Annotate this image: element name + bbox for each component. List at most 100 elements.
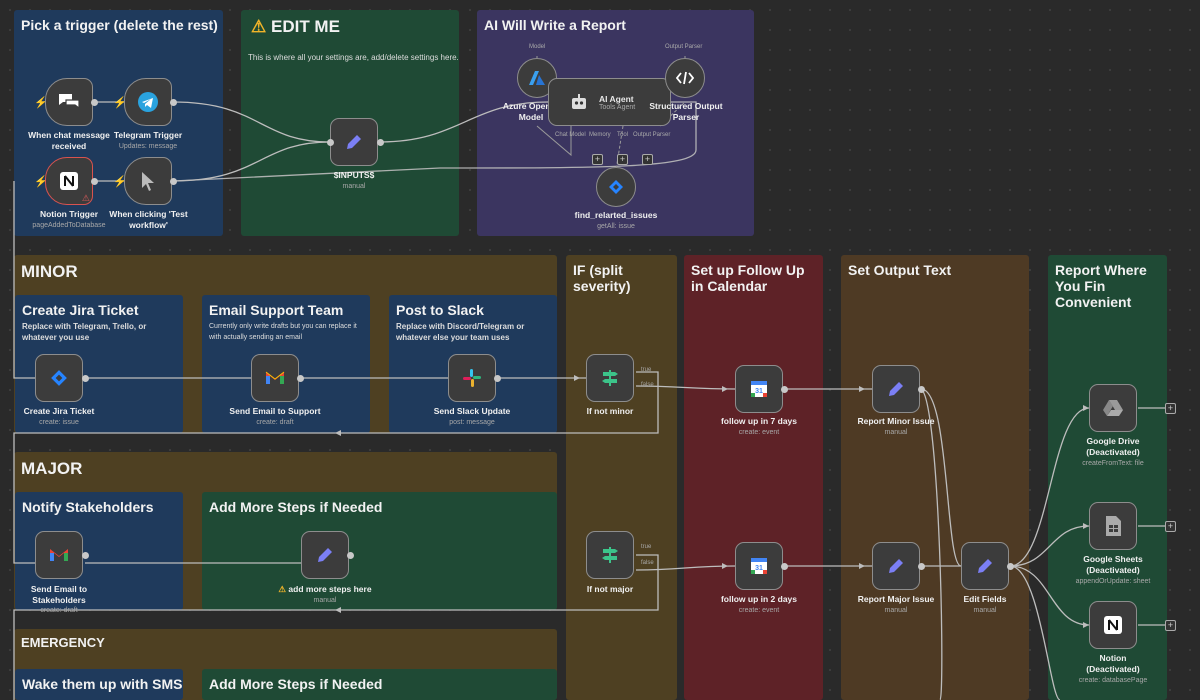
sticky-desc: This is where all your settings are, add… — [248, 53, 459, 62]
inputs-node[interactable] — [330, 118, 378, 166]
notion-trigger-node[interactable]: ⚠ — [45, 157, 93, 205]
add-memory-plus[interactable]: + — [592, 154, 603, 165]
report-major-node[interactable] — [872, 542, 920, 590]
add-parser-plus[interactable]: + — [642, 154, 653, 165]
edit-fields-node[interactable] — [961, 542, 1009, 590]
warning-icon: ⚠ — [81, 193, 90, 203]
notion-node[interactable] — [1089, 601, 1137, 649]
follow-up-7-node[interactable]: 31 — [735, 365, 783, 413]
sticky-desc: Replace with Discord/Telegram or whateve… — [396, 322, 525, 342]
gmail-output-port[interactable] — [296, 374, 304, 382]
inputs-output-port[interactable] — [376, 138, 384, 146]
slack-output-port[interactable] — [493, 374, 501, 382]
telegram-output-port[interactable] — [169, 98, 177, 106]
azure-model-node[interactable] — [517, 58, 557, 98]
send-email-support-node[interactable] — [251, 354, 299, 402]
manual-output-port[interactable] — [169, 177, 177, 185]
slack-update-node[interactable] — [448, 354, 496, 402]
node-label: AI Agent — [599, 93, 634, 104]
pencil-icon — [889, 559, 903, 573]
node-subtitle: manual — [313, 597, 337, 604]
gmail2-output-port[interactable] — [81, 551, 89, 559]
add-node-plus[interactable]: + — [1165, 521, 1176, 532]
sticky-title: Set up Follow Up in Calendar — [691, 262, 805, 294]
add-tool-plus[interactable]: + — [617, 154, 628, 165]
manual-trigger-node[interactable] — [124, 157, 172, 205]
google-sheets-node[interactable] — [1089, 502, 1137, 550]
node-subtitle: create: draft — [40, 607, 78, 614]
robot-icon — [572, 94, 586, 109]
sticky-title: AI Will Write a Report — [484, 17, 626, 33]
google-drive-node[interactable] — [1089, 384, 1137, 432]
chat-output-port[interactable] — [90, 98, 98, 106]
create-jira-node[interactable] — [35, 354, 83, 402]
node-subtitle: create: databasePage — [1078, 677, 1148, 684]
node-label: Google Sheets (Deactivated) — [1083, 554, 1143, 575]
node-label: follow up in 7 days — [720, 416, 798, 426]
if-not-minor-node[interactable] — [586, 354, 634, 402]
pencil-icon — [978, 559, 992, 573]
telegram-trigger-node[interactable] — [124, 78, 172, 126]
sticky-sms[interactable]: Wake them up with SMS — [15, 669, 183, 700]
sticky-follow-up[interactable]: Set up Follow Up in Calendar — [684, 255, 823, 700]
agent-port-tool: Tool — [617, 132, 629, 138]
node-label: Notion Trigger — [39, 209, 99, 219]
sticky-add-more-1[interactable]: Add More Steps if Needed — [202, 492, 557, 610]
sticky-set-output[interactable]: Set Output Text — [841, 255, 1029, 700]
false-branch-label: false — [641, 382, 654, 388]
jira-output-port[interactable] — [81, 374, 89, 382]
notion-icon — [1104, 616, 1122, 634]
sticky-title: Create Jira Ticket — [22, 302, 139, 318]
report-minor-node[interactable] — [872, 365, 920, 413]
agent-port-output-parser: Output Parser — [633, 132, 671, 138]
report-minor-output-port[interactable] — [917, 385, 925, 393]
notion-trigger-output-port[interactable] — [90, 177, 98, 185]
sticky-title: Notify Stakeholders — [22, 499, 154, 515]
node-subtitle: Updates: message — [118, 143, 178, 150]
pencil-icon — [318, 548, 332, 562]
if-not-major-node[interactable] — [586, 531, 634, 579]
node-subtitle: create: event — [738, 429, 780, 436]
output-parser-node[interactable] — [665, 58, 705, 98]
node-label: follow up in 2 days — [720, 594, 798, 604]
sticky-desc: Currently only write drafts but you can … — [209, 323, 357, 341]
sticky-add-more-2[interactable]: Add More Steps if Needed — [202, 669, 557, 700]
notion-icon — [60, 172, 78, 190]
trigger-bolt-icon: ⚡ — [113, 176, 127, 188]
trigger-bolt-icon: ⚡ — [34, 176, 48, 188]
follow-up-2-node[interactable]: 31 — [735, 542, 783, 590]
cal7-output-port[interactable] — [780, 385, 788, 393]
sticky-title: EMERGENCY — [21, 635, 105, 650]
edit-fields-output-port[interactable] — [1006, 562, 1014, 570]
calendar-icon: 31 — [751, 558, 767, 574]
send-email-stakeholders-node[interactable] — [35, 531, 83, 579]
node-subtitle: post: message — [449, 419, 495, 426]
parser-port-label: Output Parser — [665, 44, 703, 50]
chat-trigger-node[interactable] — [45, 78, 93, 126]
inputs-input-port[interactable] — [326, 138, 334, 146]
add-more-steps-node[interactable] — [301, 531, 349, 579]
sticky-title: Pick a trigger (delete the rest) — [21, 17, 218, 33]
telegram-icon — [138, 92, 158, 112]
sticky-title: Report Where You Fin Convenient — [1055, 262, 1147, 310]
sticky-title: Email Support Team — [209, 302, 344, 318]
code-icon — [676, 71, 694, 85]
pencil-icon — [889, 382, 903, 396]
jira-tool-node[interactable] — [596, 167, 636, 207]
jira-icon — [51, 370, 67, 386]
node-subtitle: create: event — [738, 607, 780, 614]
sticky-pick-trigger[interactable]: Pick a trigger (delete the rest) — [14, 10, 223, 236]
add-node-plus[interactable]: + — [1165, 403, 1176, 414]
add-node-plus[interactable]: + — [1165, 620, 1176, 631]
report-major-output-port[interactable] — [917, 562, 925, 570]
agent-port-memory: Memory — [589, 132, 611, 138]
true-branch-label: true — [641, 367, 652, 373]
sticky-title: Wake them up with SMS — [22, 676, 183, 692]
sticky-title: ⚠ EDIT ME — [251, 17, 340, 36]
sticky-title: IF (split severity) — [573, 262, 631, 294]
azure-port-label: Model — [529, 44, 546, 50]
ai-agent-node[interactable]: AI Agent Tools Agent — [548, 78, 671, 126]
add-more-output-port[interactable] — [346, 551, 354, 559]
cal2-output-port[interactable] — [780, 562, 788, 570]
sticky-if-split[interactable]: IF (split severity) — [566, 255, 677, 700]
